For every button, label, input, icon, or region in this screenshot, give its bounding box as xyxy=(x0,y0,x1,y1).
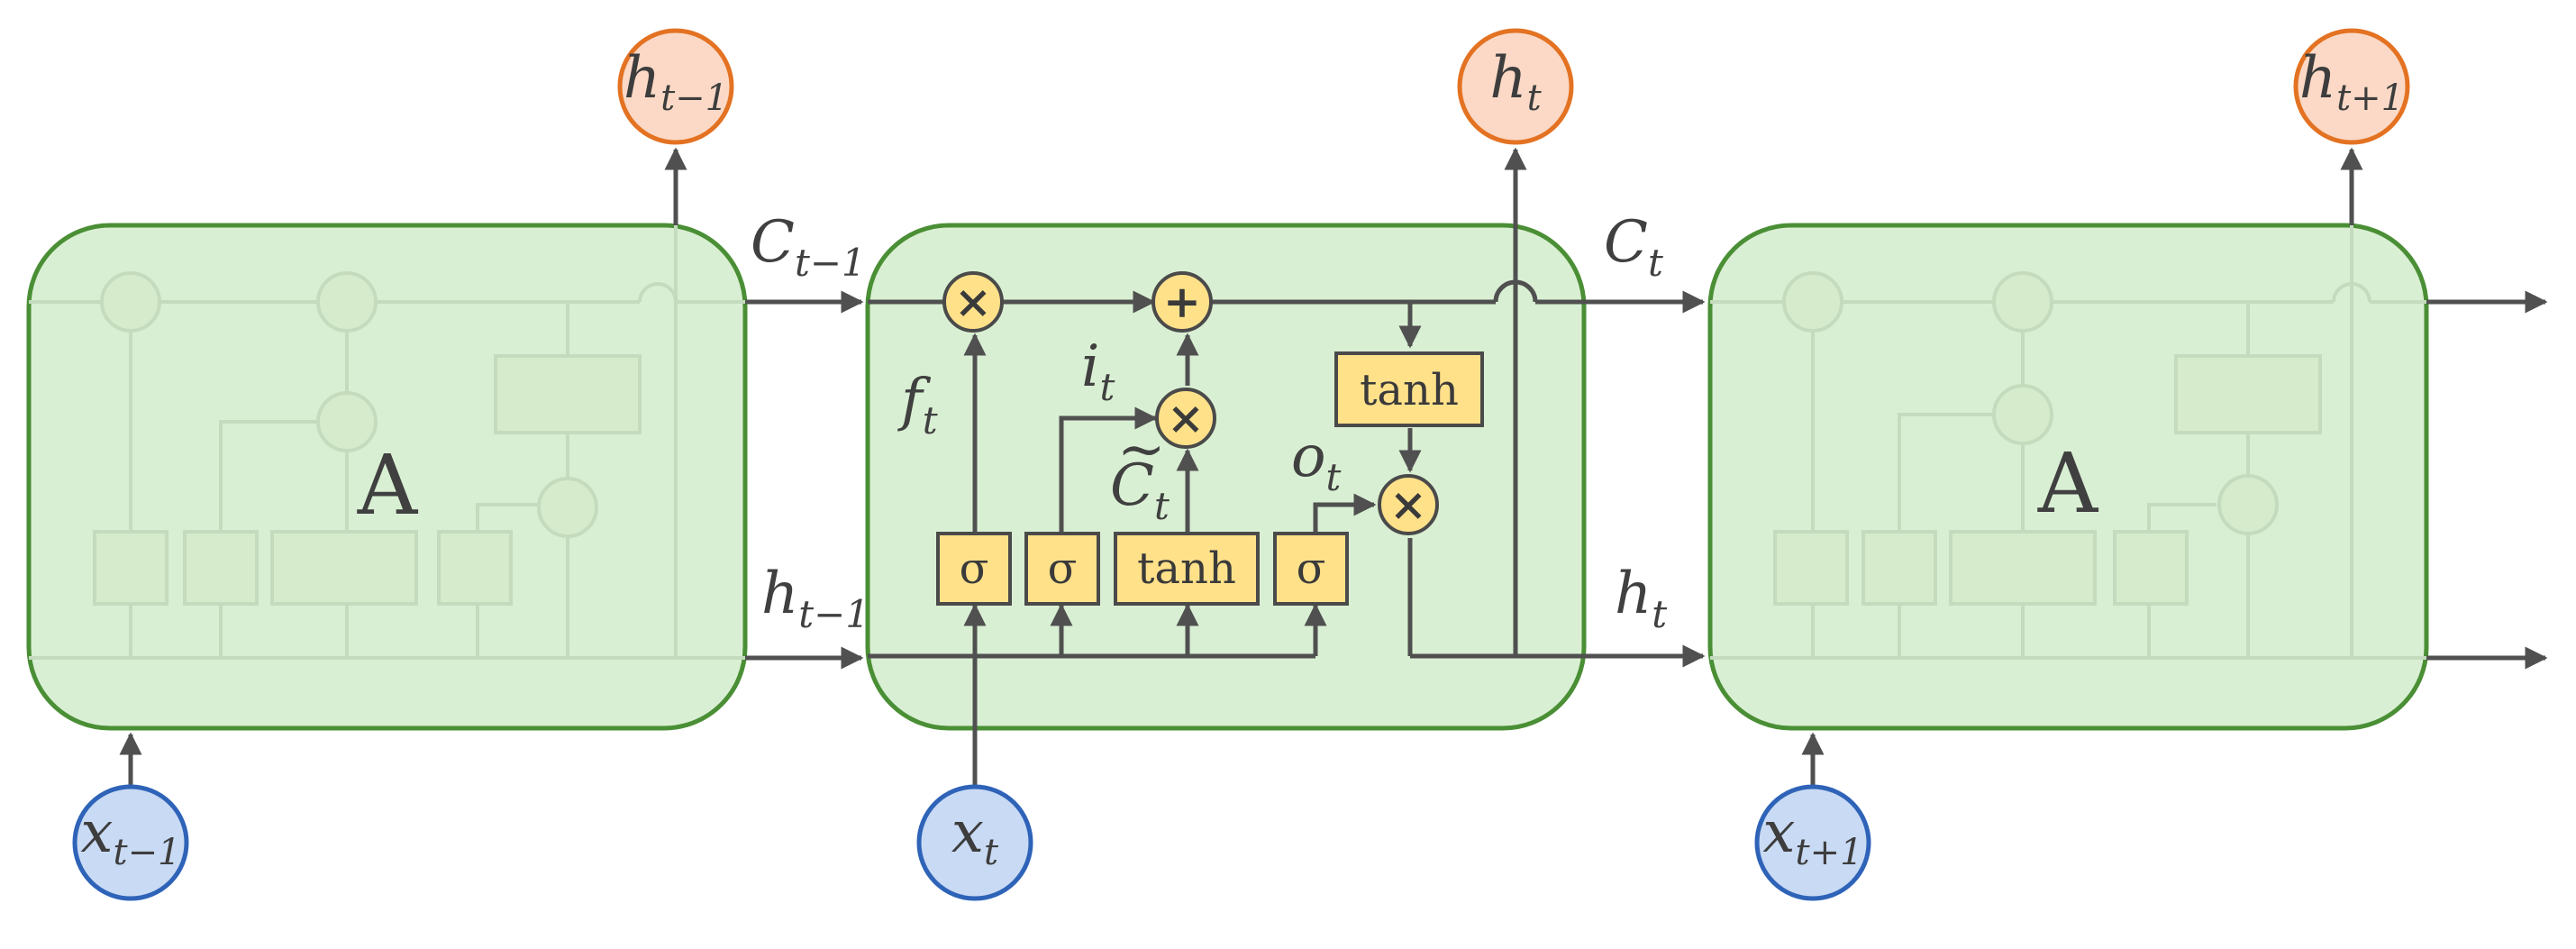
input-node-x-prev: xt−1 xyxy=(72,784,189,901)
label-i-t: it xyxy=(1081,333,1115,409)
edge-label-h-t: ht xyxy=(1615,561,1667,636)
gate-candidate: tanh xyxy=(1114,532,1260,606)
input-gate-path xyxy=(1059,406,1158,534)
input-node-x-next: xt+1 xyxy=(1754,784,1871,901)
gate-output: σ xyxy=(1273,532,1349,606)
output-gate-path xyxy=(1313,493,1377,534)
c-tilde-accent: ~ xyxy=(1117,416,1166,483)
output-node-h-t-circle xyxy=(1457,28,1574,145)
center-connections xyxy=(119,147,2548,793)
gate-cell-tanh: tanh xyxy=(1334,351,1484,427)
output-multiply-symbol: × xyxy=(1389,478,1427,531)
op-forget-multiply: × xyxy=(942,271,1004,333)
cell-right-label: A xyxy=(2037,435,2099,532)
cell-tanh-label: tanh xyxy=(1360,365,1459,415)
lstm-cell-right: A xyxy=(1707,223,2429,731)
op-output-multiply: × xyxy=(1378,474,1439,535)
cell-right-faint-shapes xyxy=(1773,271,2322,606)
cell-left-label: A xyxy=(357,437,419,534)
cell-left-faint-shapes xyxy=(93,271,642,606)
edge-label-h-prev: ht−1 xyxy=(761,561,869,636)
input-node-x-prev-circle xyxy=(72,784,189,901)
edge-label-c-t: Ct xyxy=(1604,209,1663,285)
lstm-cell-left: A xyxy=(26,223,748,731)
input-multiply-circle xyxy=(1155,388,1216,449)
label-o-t: ot xyxy=(1291,424,1342,499)
output-gate-box xyxy=(1273,532,1349,606)
output-node-h-next-label: ht+1 xyxy=(2299,45,2404,119)
input-node-x-prev-label: xt−1 xyxy=(80,799,180,873)
forget-gate-label: σ xyxy=(960,543,989,594)
input-multiply-symbol: × xyxy=(1167,391,1205,444)
candidate-box xyxy=(1114,532,1260,606)
op-cell-add: + xyxy=(1151,271,1213,333)
input-node-x-t-label: xt xyxy=(951,799,999,873)
input-node-x-t: xt xyxy=(916,784,1033,901)
output-node-h-next: ht+1 xyxy=(2293,28,2410,145)
output-node-h-t: ht xyxy=(1457,28,1574,145)
input-gate-box xyxy=(1024,532,1100,606)
output-node-h-prev-circle xyxy=(617,28,734,145)
input-node-x-next-circle xyxy=(1754,784,1871,901)
output-multiply-circle xyxy=(1378,474,1439,535)
candidate-label: tanh xyxy=(1137,543,1236,594)
output-node-h-prev: ht−1 xyxy=(617,28,734,145)
input-gate-label: σ xyxy=(1048,543,1078,594)
forget-gate-box xyxy=(936,532,1012,606)
label-c-tilde-t: ~ Ct xyxy=(1110,416,1170,528)
output-node-h-t-label: ht xyxy=(1489,45,1542,119)
forget-multiply-circle xyxy=(942,271,1004,333)
edge-label-c-prev: Ct−1 xyxy=(751,209,866,285)
forget-multiply-symbol: × xyxy=(954,275,992,328)
output-node-h-next-circle xyxy=(2293,28,2410,145)
input-node-x-next-label: xt+1 xyxy=(1762,799,1862,873)
cell-add-symbol: + xyxy=(1163,275,1201,328)
cell-add-circle xyxy=(1151,271,1213,333)
cell-tanh-box xyxy=(1334,351,1484,427)
c-tilde-text: Ct xyxy=(1110,452,1170,528)
gate-forget: σ xyxy=(936,532,1012,606)
output-node-h-prev-label: ht−1 xyxy=(624,45,728,119)
input-node-x-t-circle xyxy=(916,784,1033,901)
gate-input: σ xyxy=(1024,532,1100,606)
output-gate-label: σ xyxy=(1297,543,1326,594)
op-input-multiply: × xyxy=(1155,388,1216,449)
